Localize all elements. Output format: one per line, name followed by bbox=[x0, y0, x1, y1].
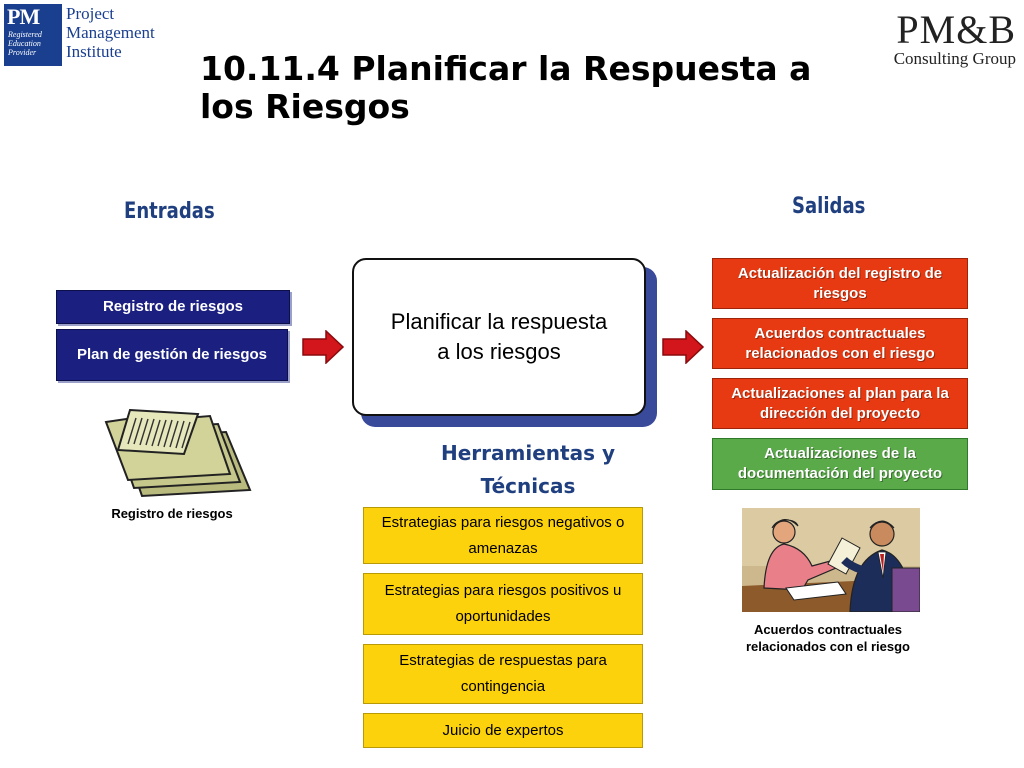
salidas-image-caption: Acuerdos contractuales relacionados con … bbox=[746, 622, 910, 654]
page-title: 10.11.4 Planificar la Respuesta a los Ri… bbox=[200, 49, 812, 126]
process-box: Planificar la respuesta a los riesgos bbox=[352, 258, 646, 416]
pmb-logo-main: PM&B bbox=[896, 7, 1016, 52]
tool-contingencia: Estrategias de respuestas para contingen… bbox=[363, 644, 643, 704]
pmi-mark-letters: PM bbox=[7, 4, 40, 29]
tool-juicio-expertos: Juicio de expertos bbox=[363, 713, 643, 748]
output-actualizacion-registro: Actualización del registro de riesgos bbox=[712, 258, 968, 309]
entradas-image-caption: Registro de riesgos bbox=[111, 506, 233, 521]
pmb-logo: PM&B Consulting Group bbox=[866, 10, 1016, 72]
tool-riesgos-negativos: Estrategias para riesgos negativos o ame… bbox=[363, 507, 643, 564]
pmi-registered-text: Registered Education Provider bbox=[8, 30, 42, 57]
pmi-name: Project Management Institute bbox=[66, 4, 155, 61]
pmi-mark: PM Registered Education Provider bbox=[4, 4, 62, 66]
entradas-heading: Entradas bbox=[124, 199, 215, 224]
arrow-right-icon bbox=[662, 330, 704, 364]
herramientas-heading: Herramientas y Técnicas bbox=[441, 441, 615, 498]
input-registro-riesgos: Registro de riesgos bbox=[56, 290, 290, 324]
meeting-illustration-icon bbox=[742, 508, 920, 612]
pmb-logo-sub: Consulting Group bbox=[893, 49, 1016, 68]
pmi-logo: PM Registered Education Provider Project… bbox=[4, 4, 155, 68]
input-plan-gestion-riesgos: Plan de gestión de riesgos bbox=[56, 329, 288, 381]
output-actualizaciones-plan: Actualizaciones al plan para la direcció… bbox=[712, 378, 968, 429]
output-acuerdos-contractuales: Acuerdos contractuales relacionados con … bbox=[712, 318, 968, 369]
output-actualizaciones-documentacion: Actualizaciones de la documentación del … bbox=[712, 438, 968, 490]
arrow-right-icon bbox=[302, 330, 344, 364]
salidas-heading: Salidas bbox=[792, 194, 866, 219]
documents-icon bbox=[104, 408, 252, 498]
tool-riesgos-positivos: Estrategias para riesgos positivos u opo… bbox=[363, 573, 643, 635]
